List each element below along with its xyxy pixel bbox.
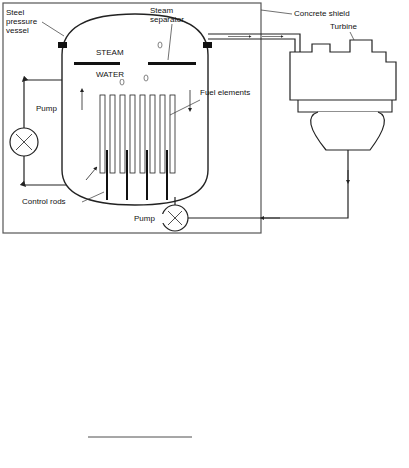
pressure-vessel bbox=[62, 14, 208, 205]
leader-line bbox=[42, 22, 64, 36]
feedwater-inlet bbox=[174, 197, 175, 205]
part-label: Concrete shield bbox=[294, 9, 384, 18]
feedwater-pipe bbox=[188, 150, 348, 218]
steam-pipe bbox=[208, 34, 300, 52]
leader-line bbox=[170, 100, 200, 115]
concrete-shield bbox=[3, 3, 261, 233]
separator-block bbox=[203, 42, 212, 48]
part-label: Steel pressure vessel bbox=[6, 8, 46, 35]
leader-line bbox=[350, 32, 354, 40]
part-label: Pump bbox=[134, 214, 164, 223]
footnote-rule bbox=[88, 437, 192, 438]
part-label: Turbine bbox=[330, 22, 380, 31]
condenser bbox=[311, 112, 385, 150]
steam-separator bbox=[148, 62, 196, 65]
part-label: Steam separator bbox=[150, 6, 198, 24]
pump-symbol bbox=[10, 128, 38, 156]
pump-symbol bbox=[162, 205, 188, 231]
region-label: WATER bbox=[96, 70, 136, 79]
separator-block bbox=[58, 42, 67, 48]
leader-line bbox=[82, 192, 104, 202]
leader-line bbox=[168, 24, 172, 60]
part-label: Pump bbox=[36, 104, 66, 113]
leader-line bbox=[261, 10, 292, 14]
region-label: STEAM bbox=[96, 48, 136, 57]
part-label: Control rods bbox=[22, 197, 84, 206]
steam-separator bbox=[74, 62, 120, 65]
fuel-elements bbox=[100, 95, 175, 173]
part-label: Fuel elements bbox=[200, 88, 260, 97]
turbine-casing bbox=[290, 40, 396, 100]
recirculation-pipe bbox=[24, 156, 66, 185]
control-rods bbox=[107, 150, 167, 200]
